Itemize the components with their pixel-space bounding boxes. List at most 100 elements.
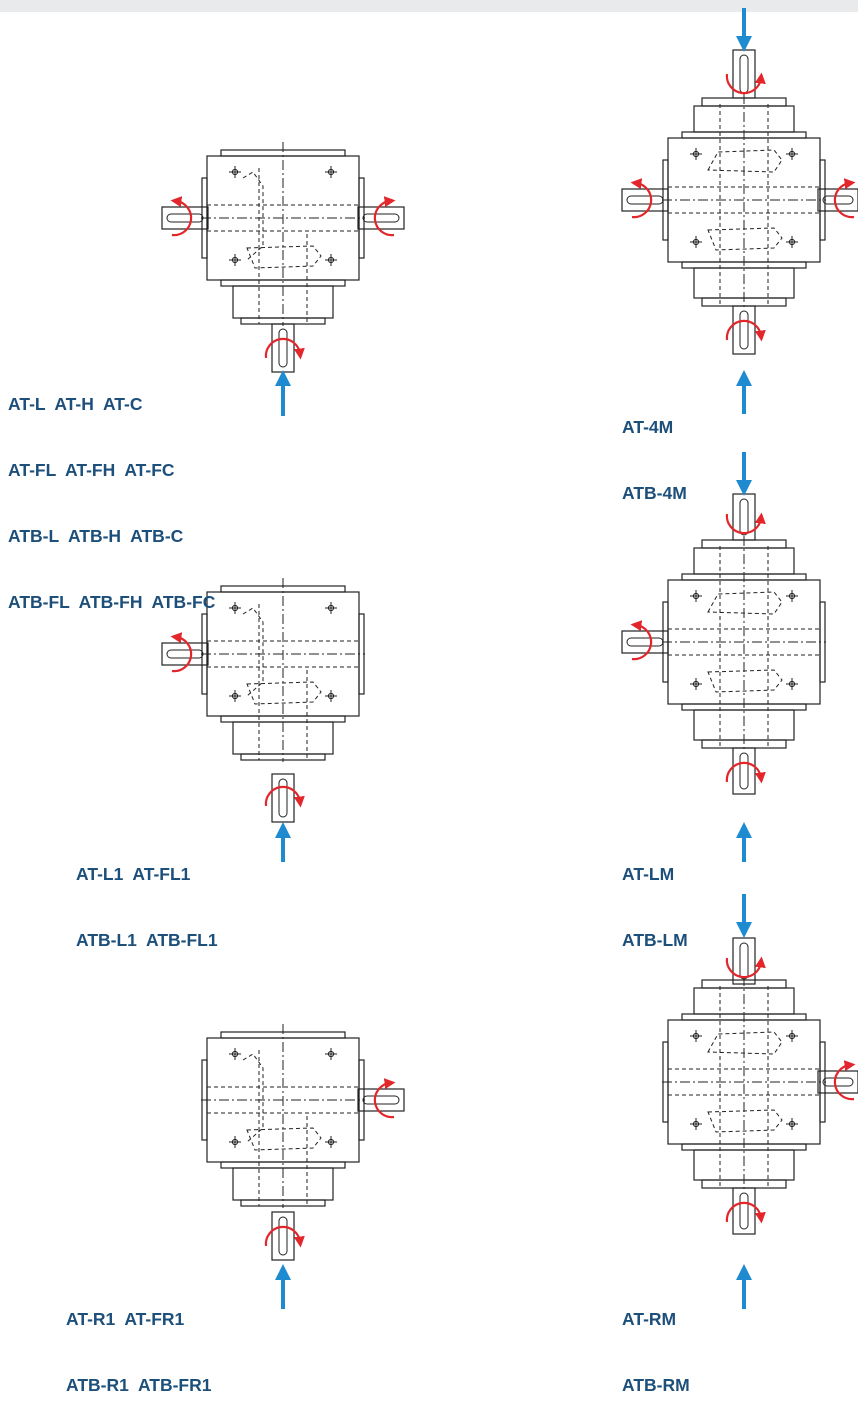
bolt-hole-icon [786, 678, 798, 690]
rotation-arrow-icon [725, 512, 766, 535]
horizontal-shaft [357, 206, 405, 230]
diagram-cross-4m [621, 8, 858, 414]
top-bar [0, 0, 858, 12]
keyway [739, 498, 749, 536]
shaft-outline [271, 1211, 295, 1261]
bolt-hole-icon [786, 590, 798, 602]
rotation-arrow-icon [833, 178, 856, 219]
bolt-hole-icon [786, 1118, 798, 1130]
bolt-hole-icon [786, 236, 798, 248]
rotation-arrow-icon [725, 956, 766, 979]
bolt-hole-icon [325, 166, 337, 178]
bolt-hole-icon [325, 1048, 337, 1060]
bolt-hole-icon [690, 590, 702, 602]
bolt-hole-icon [690, 1030, 702, 1042]
keyway [822, 1077, 854, 1087]
label-line: ATB-FL ATB-FH ATB-FC [8, 592, 216, 612]
gear-outline [242, 607, 264, 697]
gear-outline [707, 1031, 783, 1055]
rotation-arrow-icon [373, 1078, 396, 1119]
gear-outline [246, 245, 322, 269]
label-line: AT-L1 AT-FL1 [76, 864, 191, 884]
keyway [739, 54, 749, 94]
rotation-arrow-icon [630, 620, 653, 661]
diagram-t-left [161, 578, 365, 862]
model-label-cross-lm: AT-LM ATB-LM [622, 819, 688, 973]
horizontal-shaft [621, 188, 669, 212]
vertical-shaft [732, 747, 756, 795]
horizontal-shaft [161, 642, 209, 666]
model-label-cross-rm: AT-RM ATB-RM [622, 1264, 690, 1418]
model-label-t-both: AT-L AT-H AT-C AT-FL AT-FH AT-FC ATB-L A… [8, 349, 215, 635]
keyway [739, 310, 749, 350]
gear-outline [246, 1127, 322, 1151]
rotation-arrow-icon [630, 178, 653, 219]
bolt-hole-icon [229, 166, 241, 178]
diagram-t-both [161, 142, 405, 416]
gear-outline [246, 681, 322, 705]
label-line: ATB-RM [622, 1375, 690, 1395]
label-line: ATB-LM [622, 930, 688, 950]
gear-outline [707, 669, 783, 693]
bolt-hole-icon [325, 254, 337, 266]
shaft-outline [271, 773, 295, 823]
vertical-shaft [732, 305, 756, 355]
vertical-shaft [271, 1211, 295, 1261]
label-line: AT-R1 AT-FR1 [66, 1309, 185, 1329]
rotation-arrow-icon [725, 1201, 766, 1224]
horizontal-shaft [621, 630, 669, 654]
gear-outline [707, 1109, 783, 1133]
shaft-outline [621, 188, 669, 212]
diagram-t-right [201, 1024, 405, 1309]
rotation-arrow-icon [725, 761, 766, 784]
rotation-arrow-icon [725, 72, 766, 95]
shaft-outline [271, 323, 295, 373]
bolt-hole-icon [325, 1136, 337, 1148]
keyway [626, 195, 664, 205]
label-line: AT-RM [622, 1309, 677, 1329]
rotation-arrow-icon [373, 196, 396, 237]
keyway [362, 213, 400, 223]
bolt-hole-icon [325, 690, 337, 702]
label-line: AT-4M [622, 417, 674, 437]
gear-outline [707, 149, 783, 173]
rotation-arrow-icon [264, 337, 305, 360]
bolt-hole-icon [690, 1118, 702, 1130]
rotation-arrow-icon [833, 1060, 856, 1101]
keyway [166, 649, 204, 659]
bolt-hole-icon [786, 1030, 798, 1042]
label-line: AT-FL AT-FH AT-FC [8, 460, 175, 480]
keyway [362, 1095, 400, 1105]
label-line: ATB-4M [622, 483, 687, 503]
horizontal-shaft [357, 1088, 405, 1112]
bolt-hole-icon [229, 1136, 241, 1148]
shaft-outline [161, 642, 209, 666]
diagram-cross-rm [662, 894, 858, 1309]
shaft-outline [357, 1088, 405, 1112]
gear-outline [707, 227, 783, 251]
keyway [278, 778, 288, 818]
bolt-hole-icon [229, 1048, 241, 1060]
shaft-outline [732, 747, 756, 795]
rotation-arrow-icon [264, 785, 305, 808]
diagram-cross-lm [621, 452, 826, 862]
gear-outline [707, 591, 783, 615]
vertical-shaft [732, 1187, 756, 1235]
rotation-arrow-icon [170, 196, 193, 237]
shaft-outline [621, 630, 669, 654]
horizontal-shaft [161, 206, 209, 230]
keyway [739, 752, 749, 790]
gear-outline [242, 1053, 264, 1143]
shaft-outline [357, 206, 405, 230]
model-label-t-left: AT-L1 AT-FL1 ATB-L1 ATB-FL1 [76, 819, 218, 973]
rotation-arrow-icon [264, 1225, 305, 1248]
bolt-hole-icon [229, 254, 241, 266]
label-line: AT-L AT-H AT-C [8, 394, 143, 414]
gearbox-diagrams [161, 8, 858, 1309]
shaft-outline [732, 305, 756, 355]
bolt-hole-icon [229, 602, 241, 614]
vertical-shaft [271, 323, 295, 373]
bolt-hole-icon [229, 690, 241, 702]
gear-outline [242, 171, 264, 261]
vertical-shaft [271, 773, 295, 823]
